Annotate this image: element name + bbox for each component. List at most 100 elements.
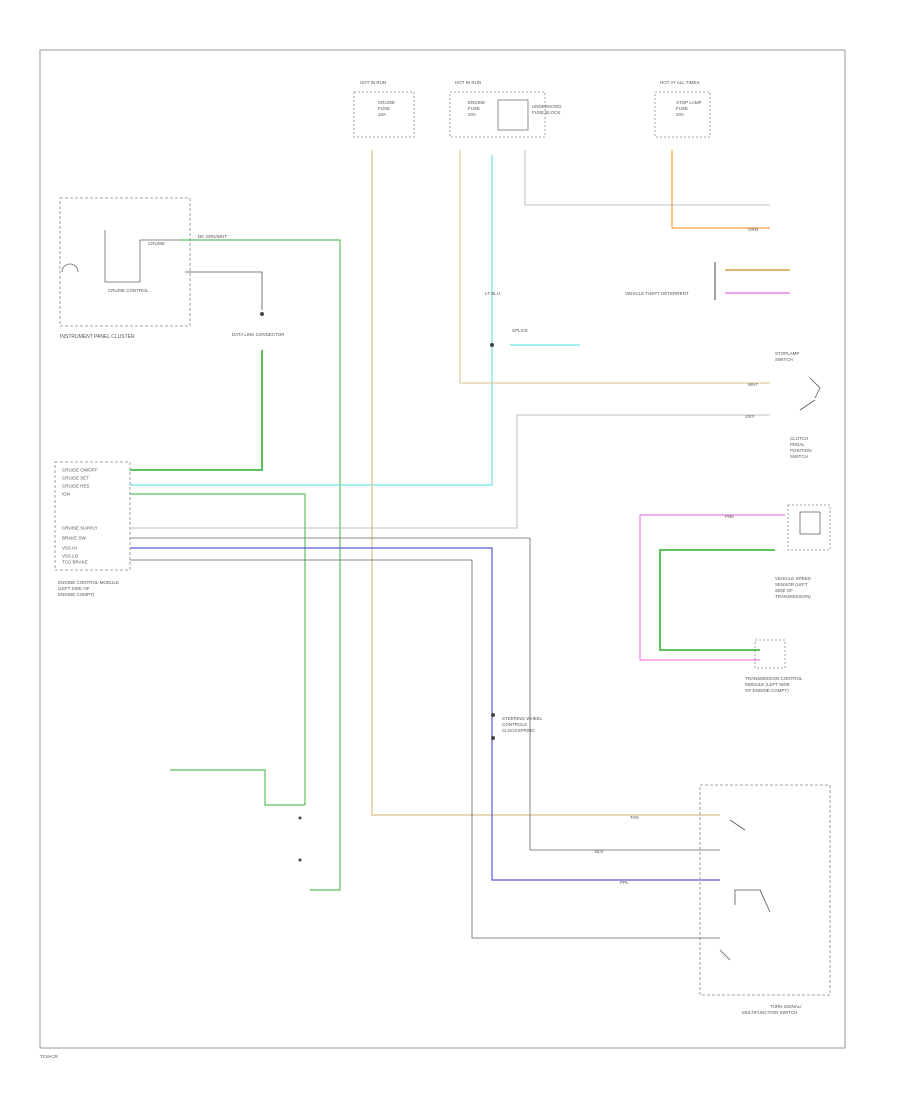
wire-gray-top [524,150,770,206]
wire-gray-ecm-2 [130,537,720,851]
wire-label-tan: TAN [630,815,639,820]
brake-switch-label-2: SWITCH [775,357,793,362]
mf-switch-3 [719,949,731,961]
ecm-pin-label: TCC BRAKE [62,560,88,565]
splice-label: SPLICE [512,328,528,333]
cluster-lamp-icon [61,263,79,273]
tcm-label-2: MODULE (LEFT SIDE [745,682,790,687]
tcm-label-1: TRANSMISSION CONTROL [745,676,803,681]
wire-green-dlc [130,350,263,471]
ecm-pins: CRUISE ON/OFF CRUISE SET CRUISE RES IGN CRUI… [62,468,98,565]
wire-label-blk: BLK [595,849,604,854]
tcc-switch-label-3: POSITION [790,448,812,453]
wire-label-ltblue: LT BLU [485,291,500,296]
wire-gray-ecm-3 [130,559,720,939]
wire-green-ecm-lower [130,493,306,805]
wire-label-pink: PNK [725,514,734,519]
wire-label-gray: GRY [745,414,755,419]
fuse-a-box [353,91,415,138]
wire-tan-fuse-a [371,150,720,816]
fuse-b-rating-2: FUSE [468,106,480,111]
theft-label: VEHICLE THEFT DETERRENT [625,291,689,296]
clockspring-label-2: CONTROLS [502,722,527,727]
ecm-box [54,461,131,571]
fuse-a-title: HOT IN RUN [360,80,386,85]
fuse-c-title: HOT AT ALL TIMES [660,80,700,85]
wire-orange [671,150,770,229]
clockspring-label-1: STEERING WHEEL [502,716,543,721]
wire-green-steering [170,769,305,806]
dlc-node [260,312,264,316]
vss-sensor [799,511,821,535]
wire-blue-vss [130,547,720,881]
steering-node-2 [298,858,302,862]
ecm-pin-label: VSS HI [62,546,77,551]
fuse-b-rating-1: ENGINE [468,100,485,105]
ecm-pin-label: CRUISE SUPPLY [62,526,98,531]
brake-switch-label-1: STOPLAMP [775,351,799,356]
wire-label-green: DK GRN/WHT [198,234,227,239]
clockspring-node-1 [491,713,495,717]
fuse-b-box [449,91,546,138]
tcc-switch-label-1: CLUTCH [790,436,808,441]
vss-label-3: SIDE OF [775,588,793,593]
footer-code: TCM-CR [40,1054,58,1059]
mf-switch-1 [729,819,746,831]
fuse-block-label-2: FUSE BLOCK [532,110,561,115]
fuse-c-box [654,91,711,138]
steering-node-1 [298,816,302,820]
wire-pink-tcm [639,514,785,661]
clockspring-label-3: CLOCKSPRING [502,728,535,733]
ecm-pin-label: VSS LO [62,554,79,559]
wire-green-tcm [659,549,775,651]
wire-label-wht: WHT [748,382,758,387]
fuse-c-rating-1: STOP LAMP [676,100,702,105]
cluster-label: INSTRUMENT PANEL CLUSTER [60,334,135,340]
ecm-pin-label: CRUISE SET [62,476,89,481]
wire-label-purple: PPL [620,880,629,885]
instrument-cluster-box [59,197,191,327]
dlc-label: DATA LINK CONNECTOR [232,332,285,337]
wire-green-cluster-ecm [180,239,341,891]
fuse-c-rating-2: FUSE [676,106,688,111]
ecm-label-1: ENGINE CONTROL MODULE [58,580,119,585]
ecm-label-2: (LEFT SIDE OF [58,586,90,591]
vss-label-1: VEHICLE SPEED [775,576,812,581]
diagram-border [39,49,846,1049]
ecm-label-3: ENGINE COMPT) [58,592,95,597]
vss-box [787,504,831,551]
vss-label-4: TRANSMISSION) [775,594,811,599]
cluster-cruise-indicator: CRUISE [148,241,165,246]
wire-dark-cluster [185,271,263,310]
vss-label-2: SENSOR (LEFT [775,582,808,587]
wire-tan-fuse-b [459,150,770,384]
fuse-b-rating-3: 20A [468,112,476,117]
multifunction-label-1: TURN SIGNAL/ [770,1004,802,1009]
wire-label-orange: ORN [748,227,758,232]
mf-switch-2 [734,889,771,913]
fuse-a-rating-2: FUSE [378,106,390,111]
cluster-internal [104,230,180,283]
ecm-pin-label: CRUISE ON/OFF [62,468,98,473]
fuse-c-rating-3: 20A [676,112,684,117]
tcc-switch-label-2: PEDAL [790,442,805,447]
tcm-box [754,639,786,669]
stoplamp-switch [809,377,821,399]
fuse-b-relay [497,99,529,131]
cluster-lamp-text: CRUISE CONTROL [108,288,149,293]
tcm-label-3: OF ENGINE COMPT) [745,688,789,693]
ecm-pin-label: IGN [62,492,70,497]
wire-gray-tcc [130,414,770,529]
tcc-switch-label-4: SWITCH [790,454,808,459]
fuse-a-rating-1: CRUISE [378,100,395,105]
clutch-switch [799,399,816,411]
ecm-pin-label: CRUISE RES [62,484,90,489]
multifunction-box [699,784,831,996]
ecm-pin-label: BRAKE SW [62,536,87,541]
clockspring-node-2 [491,736,495,740]
wire-cyan [130,155,493,486]
fuse-block-label-1: UNDERHOOD [532,104,562,109]
splice-node [490,343,494,347]
fuse-b-title: HOT IN RUN [455,80,481,85]
